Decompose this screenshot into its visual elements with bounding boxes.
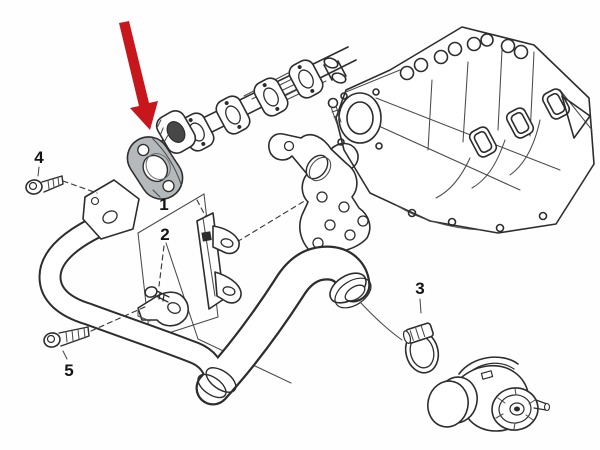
pipe-to-clamp-line — [359, 301, 403, 341]
part-label-1: 1 — [159, 195, 168, 214]
egr-pipe — [38, 179, 372, 406]
part-label-4: 4 — [34, 148, 44, 167]
hose-clamp — [402, 322, 440, 374]
part-label-2: 2 — [160, 225, 169, 244]
cylinder-head — [335, 26, 595, 234]
mounting-bracket-plate — [268, 133, 371, 254]
manifold-egr-port — [155, 110, 197, 154]
channel-bracket — [196, 212, 242, 310]
egr-valve — [427, 356, 551, 432]
bolt-5 — [43, 326, 90, 348]
egr-gasket — [126, 136, 184, 200]
exhaust-manifold — [155, 46, 357, 154]
pipe-strap-bracket — [137, 291, 190, 327]
small-fitting-parts — [323, 57, 347, 125]
part-label-5: 5 — [64, 361, 73, 380]
bolt-4 — [25, 175, 64, 195]
highlight-arrow — [119, 21, 158, 130]
bracket-bolt — [144, 286, 170, 303]
callout-leaders — [37, 166, 422, 360]
part-label-3: 3 — [415, 279, 424, 298]
